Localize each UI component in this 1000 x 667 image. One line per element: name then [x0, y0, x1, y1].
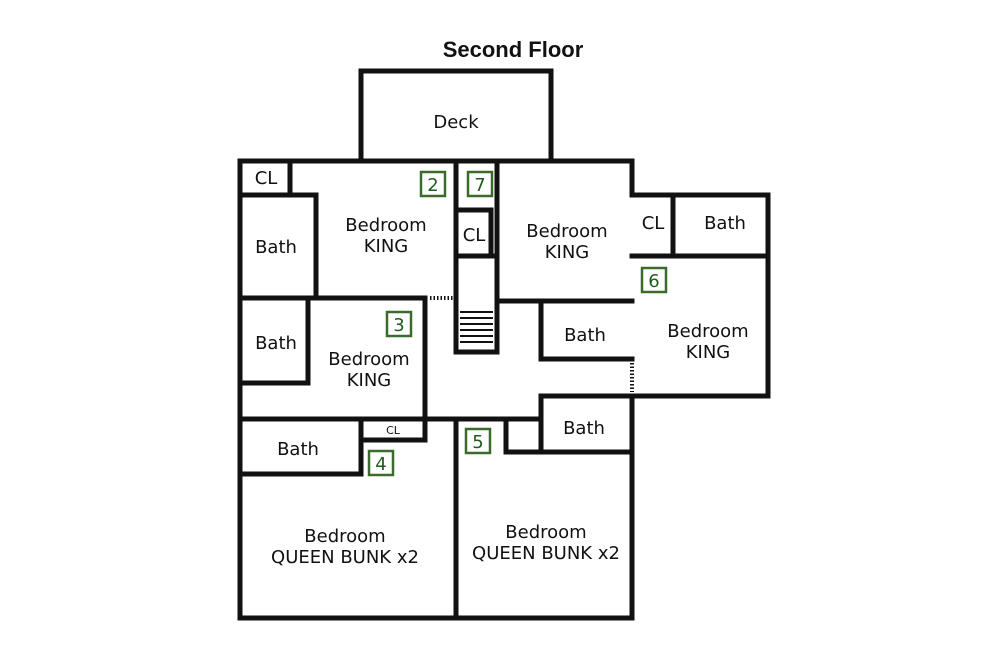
- label-bed6-line1: Bedroom: [667, 321, 748, 342]
- badge-6: 6: [640, 266, 668, 294]
- label-bed3-line2: KING: [347, 370, 392, 391]
- label-bed2-line1: Bedroom: [345, 215, 426, 236]
- label-bed2-line2: KING: [364, 236, 409, 257]
- label-bed6-line2: KING: [686, 342, 731, 363]
- label-bed7-line2: KING: [545, 242, 590, 263]
- badge-4: 4: [367, 449, 395, 477]
- label-bed5-line2: QUEEN BUNK x2: [472, 543, 620, 564]
- label-bath-center-right: Bath: [564, 325, 606, 346]
- label-bath-left-top: Bath: [255, 237, 297, 258]
- badge-6-number: 6: [648, 271, 659, 292]
- label-bath-left-bottom: Bath: [277, 439, 319, 460]
- label-deck: Deck: [433, 112, 479, 133]
- badge-2: 2: [419, 170, 447, 198]
- room-badges: 2 7 6 3 4 5: [367, 170, 668, 477]
- label-bed4-line2: QUEEN BUNK x2: [271, 547, 419, 568]
- badge-3: 3: [385, 310, 413, 338]
- label-bed3-line1: Bedroom: [328, 349, 409, 370]
- floor-title: Second Floor: [443, 37, 584, 62]
- wall-cl-center: [453, 207, 494, 259]
- label-bath-left-mid: Bath: [255, 333, 297, 354]
- label-bed7-line1: Bedroom: [526, 221, 607, 242]
- wall-cl-small: [358, 416, 428, 443]
- badge-3-number: 3: [393, 315, 404, 336]
- wall-bath-left-bottom: [237, 416, 364, 477]
- badge-5-number: 5: [472, 432, 483, 453]
- label-bed4-line1: Bedroom: [304, 526, 385, 547]
- label-cl-small: CL: [386, 424, 401, 437]
- label-cl-center: CL: [463, 225, 486, 246]
- label-cl-top-left: CL: [255, 168, 278, 189]
- room-labels: Deck CL Bedroom KING Bath CL Bedroom KIN…: [255, 112, 749, 568]
- badge-2-number: 2: [427, 175, 438, 196]
- doorways: [263, 159, 744, 476]
- label-bath-right-top: Bath: [704, 213, 746, 234]
- badge-7-number: 7: [474, 175, 485, 196]
- label-cl-right: CL: [642, 213, 665, 234]
- wall-bath-entry: [503, 416, 544, 455]
- stairs: [460, 311, 493, 343]
- label-bath-bottom-right: Bath: [563, 418, 605, 439]
- badge-5: 5: [464, 427, 492, 455]
- badge-4-number: 4: [375, 454, 386, 475]
- badge-7: 7: [466, 170, 494, 198]
- wall-bath-left-mid: [237, 295, 311, 386]
- wall-bath-center-right: [538, 298, 635, 362]
- label-bed5-line1: Bedroom: [505, 522, 586, 543]
- outer-wall: [237, 158, 771, 621]
